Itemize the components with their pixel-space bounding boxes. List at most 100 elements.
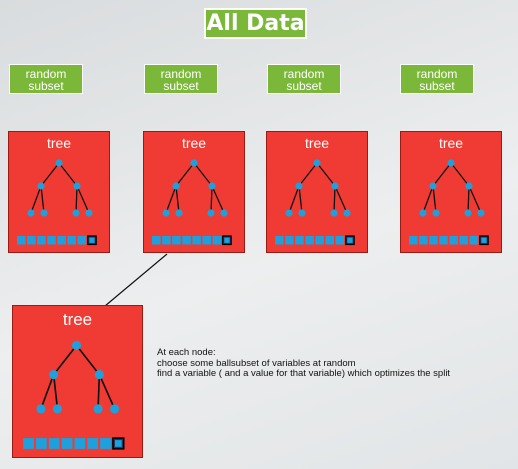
subset-label-line1: random — [160, 67, 202, 81]
leaf-square — [57, 236, 66, 245]
leaf-square — [48, 438, 60, 449]
subset-label-line2: subset — [286, 79, 322, 93]
tree-edge — [316, 162, 336, 187]
tree-leaf-node — [464, 209, 472, 217]
leaf-square — [192, 236, 201, 245]
tree-diagram — [275, 159, 355, 246]
tree-leaf-node — [40, 209, 48, 217]
tree-node — [172, 182, 180, 190]
tree-node — [429, 182, 437, 190]
tree-leaf-node — [162, 209, 170, 217]
leaf-square — [152, 236, 161, 245]
tree-leaf-node — [285, 209, 293, 217]
leaf-square-inner — [224, 237, 230, 243]
tree-leaf-node — [419, 209, 427, 217]
tree-node-root — [71, 340, 82, 350]
random-subset-box-4: random subset — [400, 64, 474, 94]
zoomed-tree-box: tree — [12, 305, 143, 458]
leaf-square — [409, 236, 418, 245]
tree-node — [331, 182, 339, 190]
leaf-square — [202, 236, 211, 245]
leaf-square — [419, 236, 428, 245]
tree-leaf-node — [330, 209, 338, 217]
tree-node-root — [190, 159, 198, 167]
leaf-square — [459, 236, 468, 245]
leaf-square — [172, 236, 181, 245]
tree-leaf-node — [72, 209, 80, 217]
node-description-text: At each node: choose some ballsubset of … — [157, 347, 517, 380]
tree-leaf-node — [343, 209, 351, 217]
leaf-square — [162, 236, 171, 245]
tree-label: tree — [46, 135, 72, 151]
tree-node — [37, 182, 45, 190]
leaf-square — [100, 438, 111, 449]
tree-node — [94, 370, 104, 380]
leaf-square — [37, 236, 46, 245]
tree-diagram — [152, 159, 232, 246]
subset-label-line1: random — [416, 67, 458, 81]
all-data-header: All Data — [204, 8, 307, 39]
tree-node — [73, 182, 81, 190]
tree-label: tree — [181, 135, 207, 151]
tree-leaf-node — [36, 404, 46, 414]
tree-leaf-node — [93, 404, 103, 414]
leaf-square — [35, 438, 47, 449]
note-line-2: choose some ballsubset of variables at r… — [157, 357, 356, 369]
leaf-square — [61, 438, 73, 449]
tree-leaf-node — [52, 404, 63, 414]
tree-label: tree — [438, 135, 464, 151]
leaf-square — [67, 236, 76, 245]
tree-edge — [210, 185, 213, 214]
subset-label-line2: subset — [28, 79, 64, 93]
tree-edge — [58, 162, 78, 187]
leaf-square — [17, 236, 26, 245]
tree-edge — [97, 374, 101, 409]
tree-edge — [432, 162, 452, 187]
subset-label-line2: subset — [419, 79, 455, 93]
leaf-square — [429, 236, 438, 245]
tree-box-4: tree — [400, 131, 502, 253]
tree-edge — [432, 185, 437, 214]
tree-edge — [175, 185, 180, 214]
tree-leaf-node — [85, 209, 93, 217]
tree-box-3: tree — [266, 131, 368, 253]
tree-edge — [211, 185, 225, 214]
tree-leaf-node — [298, 209, 306, 217]
leaf-square — [305, 236, 314, 245]
leaf-square-inner — [114, 440, 122, 447]
leaf-square — [77, 236, 87, 245]
tree-node — [208, 182, 216, 190]
leaf-square — [315, 236, 324, 245]
leaf-square — [74, 438, 86, 449]
tree-node — [295, 182, 303, 190]
leaf-square — [23, 438, 34, 449]
tree-diagram-zoomed — [23, 340, 125, 450]
tree-box-1: tree — [8, 131, 110, 253]
tree-edge — [52, 344, 78, 376]
tree-edge — [175, 162, 195, 187]
tree-leaf-node — [27, 209, 35, 217]
tree-leaf-node — [477, 209, 485, 217]
note-line-3: find a variable ( and a value for that v… — [157, 368, 451, 379]
tree-box-2: tree — [143, 131, 245, 253]
tree-edge — [76, 185, 90, 214]
tree-edge — [298, 185, 303, 214]
leaf-square — [449, 236, 458, 245]
leaf-square-inner — [481, 237, 487, 243]
leaf-square — [285, 236, 294, 245]
tree-diagram — [17, 159, 97, 246]
tree-edge — [333, 185, 336, 214]
subset-label-line1: random — [283, 67, 325, 81]
leaf-square-inner — [89, 237, 95, 243]
leaf-square — [469, 236, 479, 245]
tree-edge — [75, 185, 78, 214]
tree-leaf-node — [207, 209, 215, 217]
tree-leaf-node — [110, 404, 120, 414]
tree-edge — [334, 185, 348, 214]
tree-edge — [30, 185, 42, 214]
leaf-square — [47, 236, 56, 245]
tree-edge — [165, 185, 177, 214]
leaf-square — [87, 438, 99, 449]
tree-edge — [75, 344, 101, 376]
leaf-square — [212, 236, 222, 245]
